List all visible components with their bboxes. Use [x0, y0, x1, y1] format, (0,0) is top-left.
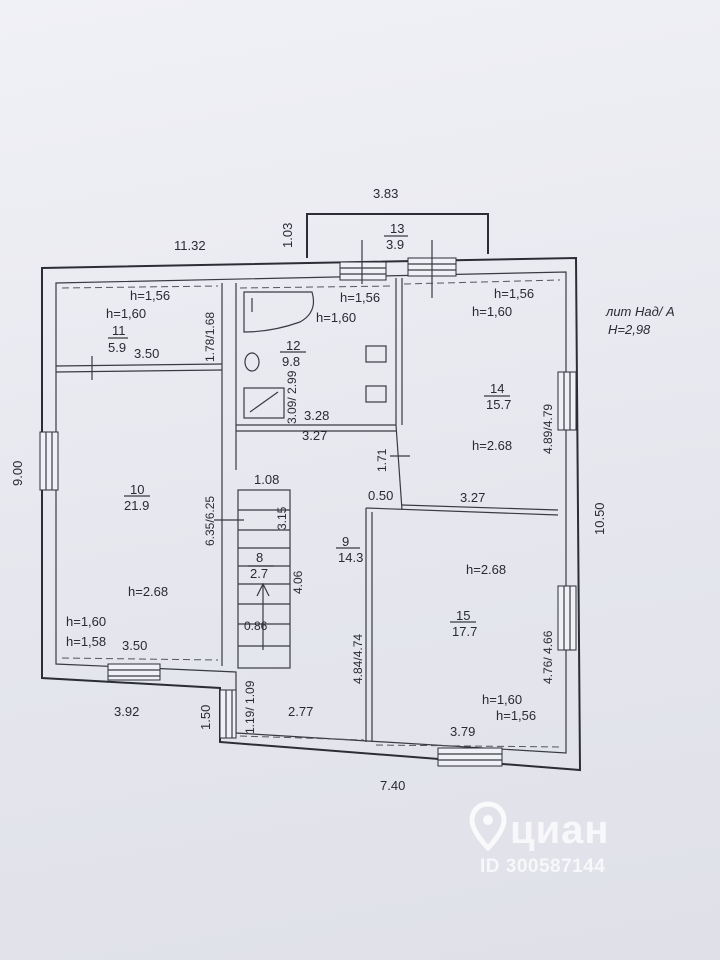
porch-outline [306, 213, 489, 258]
watermark-brand: циан [510, 808, 610, 852]
outer-wall [41, 256, 582, 772]
r8-c: 0.86 [244, 619, 268, 633]
left-wall-label: 9.00 [10, 461, 25, 486]
r14-w: 3.27 [460, 490, 485, 505]
r12-h2: h=1,60 [316, 310, 356, 325]
r10-d: 6.35/6.25 [203, 496, 217, 546]
watermark-id: ID 300587144 [480, 856, 606, 877]
room-12-number: 12 [286, 338, 300, 353]
r12-w2: 3.27 [302, 428, 327, 443]
right-wall-label: 10.50 [592, 502, 607, 535]
height-label: H=2,98 [608, 322, 651, 337]
lit-label: лит Над/ А [605, 304, 675, 319]
location-pin-icon [469, 801, 507, 852]
sink-icon-1 [365, 345, 387, 363]
r10-h1: h=1,60 [66, 614, 106, 629]
r9-a: 1.08 [254, 472, 279, 487]
r8-b: 4.06 [291, 570, 305, 594]
r9-f: 1.19/ 1.09 [243, 680, 257, 734]
r14-h1: h=1,56 [494, 286, 534, 301]
r15-w: 3.79 [450, 724, 475, 739]
room-13-number: 13 [390, 221, 404, 236]
bottom-left-label: 3.92 [114, 704, 139, 719]
r9-e: 2.77 [288, 704, 313, 719]
r15-d: 4.76/ 4.66 [541, 630, 555, 684]
room-10-area: 21.9 [124, 498, 149, 513]
room-14-area: 15.7 [486, 397, 511, 412]
sink-icon-2 [365, 385, 387, 403]
r11-w: 3.50 [134, 346, 159, 361]
room-10-number: 10 [130, 482, 144, 497]
porch-depth-label: 1.03 [280, 223, 295, 248]
r14-h2: h=1,60 [472, 304, 512, 319]
r15-h1: h=1,60 [482, 692, 522, 707]
r9-b: 1.71 [375, 448, 389, 472]
watermark: циан ID 300587144 [469, 800, 680, 890]
room-13-area: 3.9 [386, 237, 404, 252]
r10-w: 3.50 [122, 638, 147, 653]
room-9-area: 14.3 [338, 550, 363, 565]
r10-h: h=2.68 [128, 584, 168, 599]
shower-icon [243, 387, 285, 419]
r12-d: 3.09/ 2.99 [285, 370, 299, 424]
r9-c: 0.50 [368, 488, 393, 503]
r12-w1: 3.28 [304, 408, 329, 423]
room-8-area: 2.7 [250, 566, 268, 581]
step-depth-label: 1.50 [198, 705, 213, 730]
room-11-number: 11 [112, 323, 126, 338]
r11-h1: h=1,56 [130, 288, 170, 303]
r15-h2: h=1,56 [496, 708, 536, 723]
porch-width-label: 3.83 [373, 186, 398, 201]
r12-h1: h=1,56 [340, 290, 380, 305]
room-15-area: 17.7 [452, 624, 477, 639]
r11-d: 1.78/1.68 [203, 312, 217, 362]
room-9-number: 9 [342, 534, 349, 549]
room-8-number: 8 [256, 550, 263, 565]
room-15-number: 15 [456, 608, 470, 623]
top-wall-label: 11.32 [174, 238, 206, 253]
room-14-number: 14 [490, 381, 504, 396]
toilet-icon [244, 352, 260, 372]
room-12-area: 9.8 [282, 354, 300, 369]
r14-h: h=2.68 [472, 438, 512, 453]
bottom-wall-label: 7.40 [380, 778, 405, 793]
r15-h: h=2.68 [466, 562, 506, 577]
r8-a: 3.15 [275, 506, 289, 530]
r14-d: 4.89/4.79 [541, 404, 555, 454]
r9-d: 4.84/4.74 [351, 634, 365, 684]
r10-h2: h=1,58 [66, 634, 106, 649]
r11-h2: h=1,60 [106, 306, 146, 321]
bathtub-icon [243, 291, 315, 333]
room-11-area: 5.9 [108, 340, 126, 355]
